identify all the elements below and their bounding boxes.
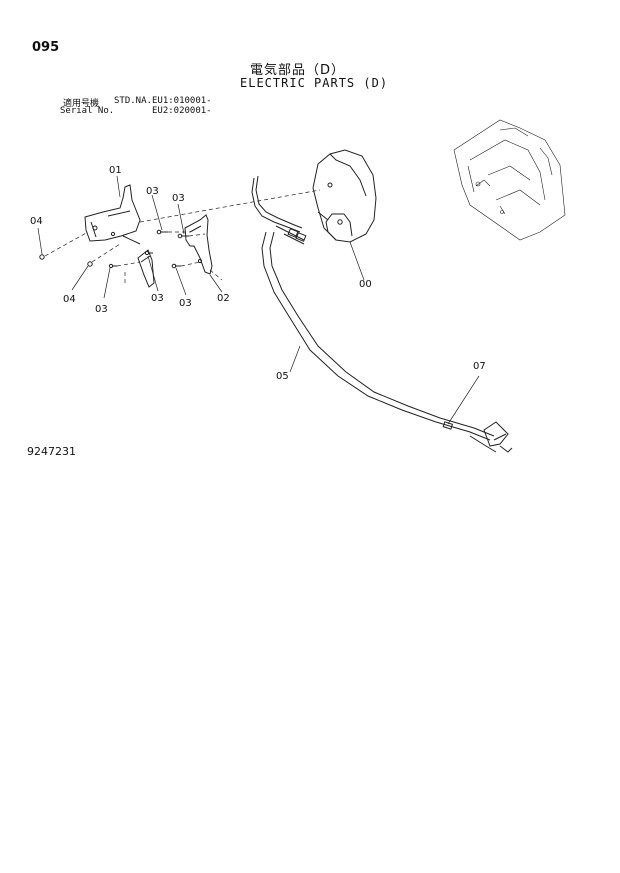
callout-04-b: 04 bbox=[63, 294, 76, 305]
serial-label-jp: 適用号機 bbox=[63, 99, 100, 109]
bolt-03-e bbox=[171, 263, 181, 269]
callout-03-e: 03 bbox=[179, 298, 192, 309]
bolt-03-a bbox=[156, 229, 168, 235]
bolt-03-b bbox=[177, 233, 189, 239]
lamp-housing-00 bbox=[312, 149, 377, 243]
title-japanese: 電気部品（D） bbox=[250, 63, 346, 78]
callout-03-b: 03 bbox=[172, 193, 185, 204]
page-number: 095 bbox=[32, 40, 60, 55]
serial-eu2: EU2:020001- bbox=[152, 106, 212, 116]
bracket-02 bbox=[184, 214, 213, 275]
serial-std-label: STD.NA. bbox=[114, 96, 152, 106]
callout-labels: 01 03 03 04 04 03 03 03 02 00 05 07 bbox=[30, 165, 486, 382]
callout-00: 00 bbox=[359, 279, 372, 290]
drawing-number: 9247231 bbox=[27, 445, 76, 458]
callout-02: 02 bbox=[217, 293, 230, 304]
callout-01: 01 bbox=[109, 165, 122, 176]
callout-leaders bbox=[37, 175, 480, 425]
serial-eu1: EU1:010001- bbox=[152, 96, 212, 106]
locator-inset bbox=[453, 119, 566, 241]
bracket-01 bbox=[84, 184, 141, 245]
callout-03-d: 03 bbox=[151, 293, 164, 304]
nut-04-b bbox=[87, 261, 93, 267]
callout-03-a: 03 bbox=[146, 186, 159, 197]
callout-03-c: 03 bbox=[95, 304, 108, 315]
assembly-guides bbox=[44, 189, 321, 284]
bolt-03-d bbox=[144, 250, 153, 256]
serial-label-en: Serial No. bbox=[60, 106, 115, 116]
callout-04-a: 04 bbox=[30, 216, 43, 227]
callout-05: 05 bbox=[276, 371, 289, 382]
title-english: ELECTRIC PARTS (D) bbox=[240, 76, 389, 90]
wiring-harness-05 bbox=[251, 175, 513, 453]
callout-07: 07 bbox=[473, 361, 486, 372]
bolt-03-c bbox=[108, 263, 117, 269]
nut-04-a bbox=[39, 254, 45, 260]
